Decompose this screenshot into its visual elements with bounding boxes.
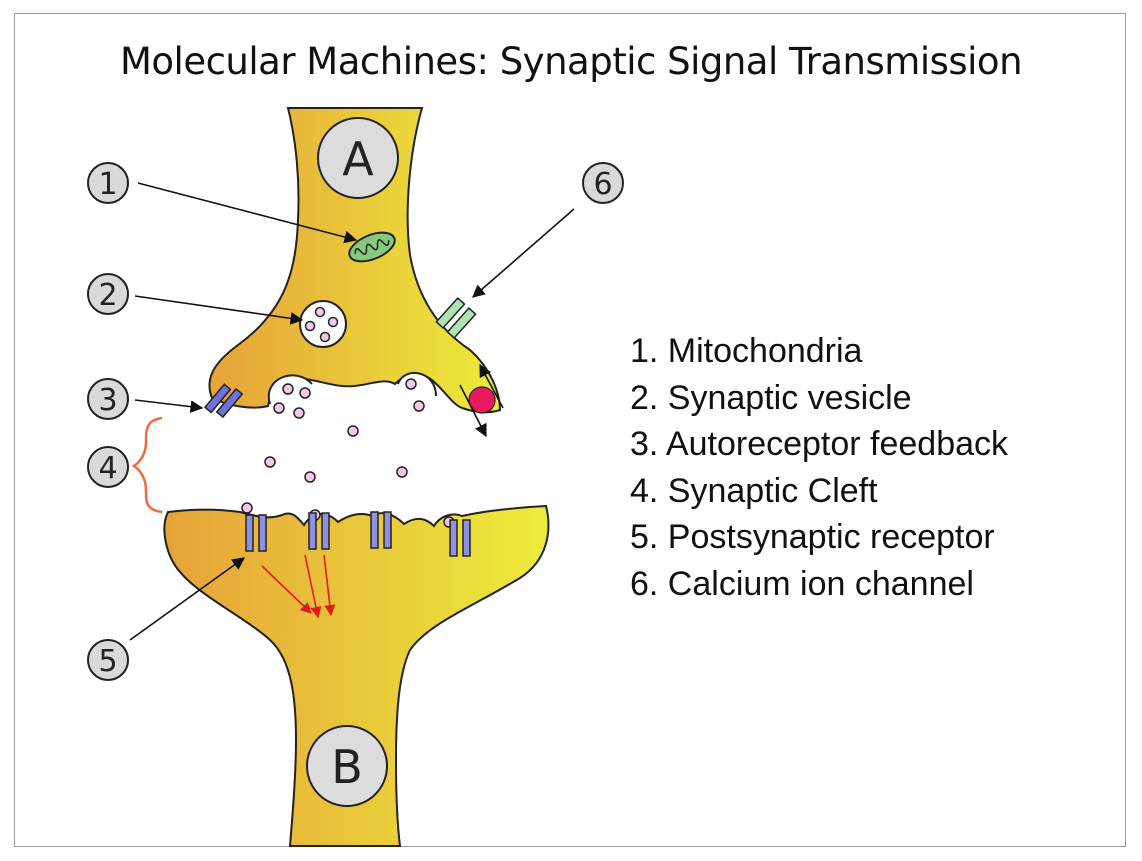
mitochondrion-icon xyxy=(348,231,396,263)
calcium-channel-icon xyxy=(435,297,477,339)
callout-5: 5 xyxy=(87,639,129,681)
legend-item-mitochondria: 1. Mitochondria xyxy=(630,332,863,370)
legend-list: 1. Mitochondria 2. Synaptic vesicle 3. A… xyxy=(630,328,1008,607)
legend-item-autoreceptor: 3. Autoreceptor feedback xyxy=(630,425,1009,463)
cell-b-circle xyxy=(306,725,388,807)
callout-6: 6 xyxy=(582,162,624,204)
callout-2-label: 2 xyxy=(98,278,117,313)
calcium-out-arrow xyxy=(459,384,487,438)
neurotransmitters xyxy=(241,378,455,528)
callout-2: 2 xyxy=(87,273,129,315)
legend-item-synaptic-vesicle: 2. Synaptic vesicle xyxy=(630,378,912,417)
callout-leaders xyxy=(129,182,575,641)
legend-item-synaptic-cleft: 4. Synaptic Cleft xyxy=(630,471,878,510)
autoreceptor-icon xyxy=(203,383,244,419)
cleft-bracket xyxy=(131,416,163,514)
slide-frame xyxy=(14,13,1126,847)
callout-3: 3 xyxy=(87,378,129,420)
calcium-in-arrow xyxy=(479,363,504,409)
callout-3-label: 3 xyxy=(98,383,117,418)
callout-1-label: 1 xyxy=(98,167,117,202)
postsynaptic-terminal xyxy=(163,504,550,847)
postsynaptic-receptors xyxy=(245,511,471,557)
synaptic-vesicle xyxy=(299,300,347,348)
cell-a-circle xyxy=(317,117,399,199)
calcium-ion xyxy=(468,386,496,414)
callout-6-label: 6 xyxy=(593,167,612,202)
callout-5-label: 5 xyxy=(98,644,117,679)
legend-item-calcium-channel: 6. Calcium ion channel xyxy=(630,564,974,603)
callout-4-label: 4 xyxy=(98,451,117,486)
slide-title: Molecular Machines: Synaptic Signal Tran… xyxy=(119,40,1023,83)
cell-a-label: A xyxy=(342,132,374,186)
signal-arrows xyxy=(261,554,336,619)
legend-item-postsynaptic-receptor: 5. Postsynaptic receptor xyxy=(630,518,995,556)
callout-4: 4 xyxy=(87,446,129,488)
cell-b-label: B xyxy=(331,740,363,794)
callout-1: 1 xyxy=(87,162,129,204)
